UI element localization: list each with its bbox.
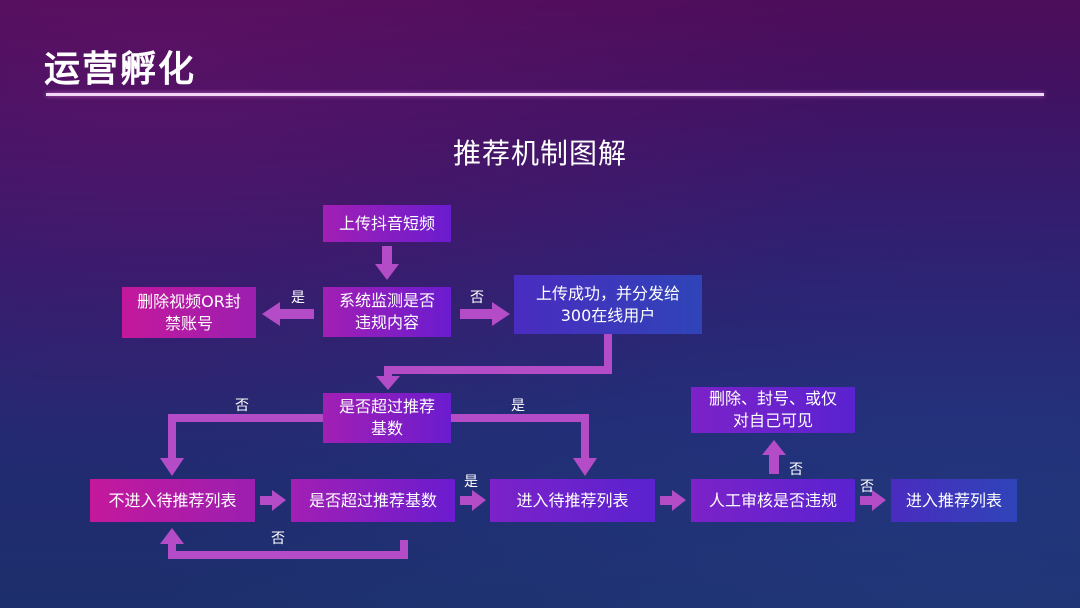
node-manual-review: 人工审核是否违规: [691, 479, 855, 522]
node-not-enter-queue: 不进入待推荐列表: [90, 479, 255, 522]
elbow-arrow-icon: [376, 334, 612, 390]
edge-label-review-right: 否: [860, 479, 874, 495]
arrow-right-icon: [260, 490, 286, 511]
node-delete-or-private: 删除、封号、或仅对自己可见: [691, 387, 855, 433]
arrow-right-icon: [660, 490, 686, 511]
edge-label-base1-yes: 是: [511, 398, 525, 414]
node-label: 人工审核是否违规: [708, 490, 837, 510]
arrow-right-icon: [860, 490, 886, 511]
node-label: 上传成功，并分发给300在线用户: [535, 283, 680, 325]
node-enter-recommend: 进入推荐列表: [891, 479, 1017, 522]
elbow-arrow-left-down-icon: [160, 414, 323, 476]
edge-label-base2-yes: 是: [464, 474, 478, 490]
title-divider: [46, 93, 1044, 96]
node-exceed-base-upper: 是否超过推荐基数: [323, 393, 451, 443]
elbow-arrow-right-down-icon: [451, 414, 597, 476]
node-label: 系统监测是否违规内容: [338, 291, 435, 332]
node-label: 进入推荐列表: [905, 490, 1002, 510]
arrow-down-icon: [375, 246, 399, 280]
arrow-right-icon: [460, 490, 486, 511]
node-label: 上传抖音短频: [338, 213, 435, 233]
diagram-title: 推荐机制图解: [452, 137, 627, 170]
node-system-check: 系统监测是否违规内容: [323, 287, 451, 337]
node-enter-pending: 进入待推荐列表: [490, 479, 655, 522]
edge-label-check-yes: 是: [291, 290, 305, 306]
node-delete-ban: 删除视频OR封禁账号: [122, 287, 256, 338]
node-label: 删除视频OR封禁账号: [137, 291, 241, 333]
edge-label-check-no: 否: [470, 290, 484, 306]
page-title: 运营孵化: [44, 49, 197, 90]
arrow-right-icon: [460, 302, 510, 326]
loop-back-arrow-icon: [160, 528, 408, 559]
arrow-left-icon: [262, 302, 314, 326]
node-upload-success: 上传成功，并分发给300在线用户: [514, 275, 702, 334]
node-label: 是否超过推荐基数: [308, 490, 437, 510]
arrow-up-icon: [762, 440, 786, 474]
node-label: 是否超过推荐基数: [338, 397, 435, 438]
node-label: 删除、封号、或仅对自己可见: [708, 389, 837, 430]
edge-label-base2-no: 否: [271, 531, 285, 547]
edge-label-base1-no: 否: [235, 398, 249, 414]
edge-label-review-up: 否: [789, 462, 803, 478]
node-exceed-base-lower: 是否超过推荐基数: [291, 479, 455, 522]
node-label: 进入待推荐列表: [516, 490, 629, 510]
node-label: 不进入待推荐列表: [108, 490, 237, 510]
node-upload: 上传抖音短频: [323, 205, 451, 242]
